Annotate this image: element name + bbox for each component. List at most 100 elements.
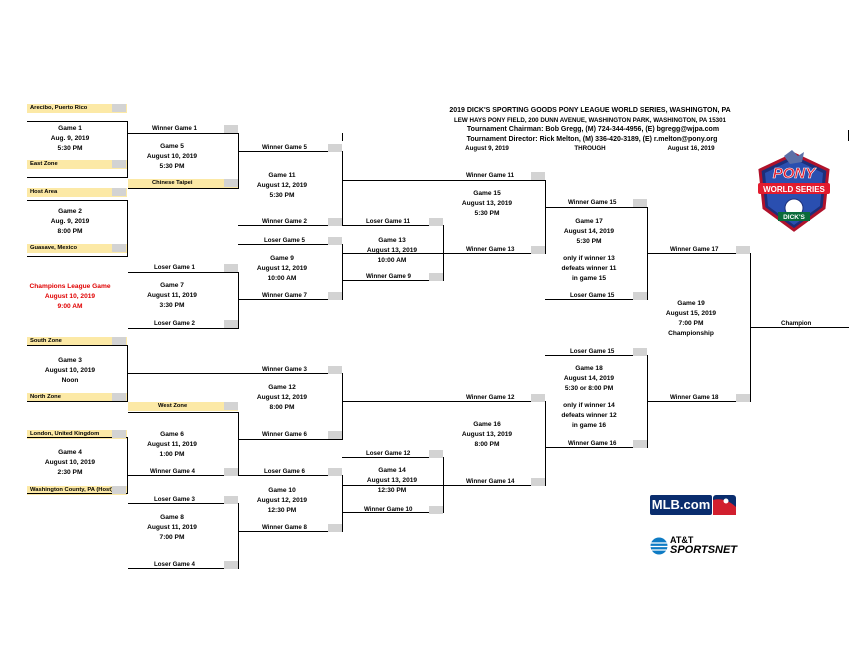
bracket-line-v <box>443 225 444 281</box>
pony-logo-text: PONY <box>773 165 818 182</box>
bracket-line-h <box>27 437 128 438</box>
bracket-line-h <box>27 256 128 257</box>
bracket-line-h <box>342 280 444 281</box>
score-box <box>633 348 647 356</box>
bracket-line-v <box>238 412 239 476</box>
bracket-line-h <box>238 439 343 440</box>
score-box <box>328 237 342 245</box>
score-box <box>328 218 342 226</box>
bracket-line-h <box>238 531 343 532</box>
score-box <box>633 292 647 300</box>
seed-chinese-taipei: Chinese Taipei <box>128 179 238 188</box>
bracket-line-v <box>238 272 239 329</box>
label-winner-game-10: Winner Game 10 <box>364 506 413 513</box>
score-box <box>112 430 126 438</box>
score-box <box>328 144 342 152</box>
label-winner-game-18: Winner Game 18 <box>670 394 719 401</box>
score-box <box>328 292 342 300</box>
seed-north-zone: North Zone <box>27 393 127 402</box>
bracket-line-h <box>342 457 444 458</box>
bracket-line-h <box>27 121 128 122</box>
bracket-line-h <box>27 200 128 201</box>
seed-arecibo: Arecibo, Puerto Rico <box>27 104 127 113</box>
bracket-line-h <box>128 412 239 413</box>
bracket-line-h <box>128 272 239 273</box>
bracket-line-h <box>647 253 751 254</box>
score-box <box>429 506 443 514</box>
tournament-chairman: Tournament Chairman: Bob Gregg, (M) 724-… <box>466 126 720 133</box>
seed-west-zone: West Zone <box>128 402 238 411</box>
score-box <box>224 320 238 328</box>
bracket-line-v <box>342 373 343 440</box>
label-loser-game-11: Loser Game 11 <box>366 218 411 225</box>
mlb-batter-icon <box>713 495 736 515</box>
label-winner-game-6: Winner Game 6 <box>262 431 307 438</box>
world-series-banner-text: WORLD SERIES <box>763 185 825 194</box>
bracket-line-v <box>127 121 128 178</box>
score-box <box>224 179 238 187</box>
label-loser-game-1: Loser Game 1 <box>154 264 195 271</box>
label-winner-game-7: Winner Game 7 <box>262 292 307 299</box>
bracket-line-h <box>342 401 546 402</box>
seed-london: London, United Kingdom <box>27 430 127 439</box>
bracket-line-h <box>342 225 444 226</box>
score-box <box>429 218 443 226</box>
score-box <box>429 273 443 281</box>
bracket-line-v <box>647 355 648 448</box>
score-box <box>224 496 238 504</box>
score-box <box>429 450 443 458</box>
label-winner-game-11: Winner Game 11 <box>466 172 515 179</box>
label-loser-game-2: Loser Game 2 <box>154 320 195 327</box>
label-winner-game-9: Winner Game 9 <box>366 273 411 280</box>
label-winner-game-17: Winner Game 17 <box>670 246 719 253</box>
label-champion: Champion <box>781 320 812 327</box>
pony-world-series-logo: PONY WORLD SERIES DICK'S <box>758 150 830 232</box>
bracket-line-h <box>545 207 648 208</box>
bracket-line-h <box>27 177 128 178</box>
score-box <box>112 244 126 252</box>
bracket-line-v <box>750 253 751 402</box>
bracket-line-v <box>127 437 128 494</box>
label-winner-game-1: Winner Game 1 <box>152 125 197 132</box>
score-box <box>112 337 126 345</box>
bracket-line-v <box>848 130 849 141</box>
score-box <box>224 125 238 133</box>
score-box <box>328 366 342 374</box>
start-date: August 9, 2019 <box>465 145 509 152</box>
tournament-director: Tournament Director: Rick Melton, (M) 33… <box>466 136 718 143</box>
seed-guasave: Guasave, Mexico <box>27 244 127 253</box>
bracket-line-h <box>128 133 239 134</box>
bracket-line-h <box>238 244 343 245</box>
label-loser-game-4: Loser Game 4 <box>154 561 195 568</box>
bracket-line-h <box>27 345 128 346</box>
bracket-line-v <box>647 207 648 300</box>
bracket-line-h <box>238 373 343 374</box>
label-loser-game-15-b: Loser Game 15 <box>570 348 615 355</box>
label-winner-game-4: Winner Game 4 <box>150 468 195 475</box>
bracket-line-h <box>238 299 343 300</box>
att-globe-icon <box>650 537 668 555</box>
bracket-line-v <box>545 180 546 254</box>
label-winner-game-15: Winner Game 15 <box>568 199 617 206</box>
label-loser-game-6: Loser Game 6 <box>264 468 305 475</box>
bracket-line-h <box>545 447 648 448</box>
tournament-title: 2019 DICK'S SPORTING GOODS PONY LEAGUE W… <box>449 107 731 114</box>
bracket-line-h <box>128 475 239 476</box>
score-box <box>633 440 647 448</box>
bracket-line-h <box>128 188 239 189</box>
seed-east-zone: East Zone <box>27 160 127 169</box>
bracket-line-h <box>545 299 648 300</box>
score-box <box>633 199 647 207</box>
